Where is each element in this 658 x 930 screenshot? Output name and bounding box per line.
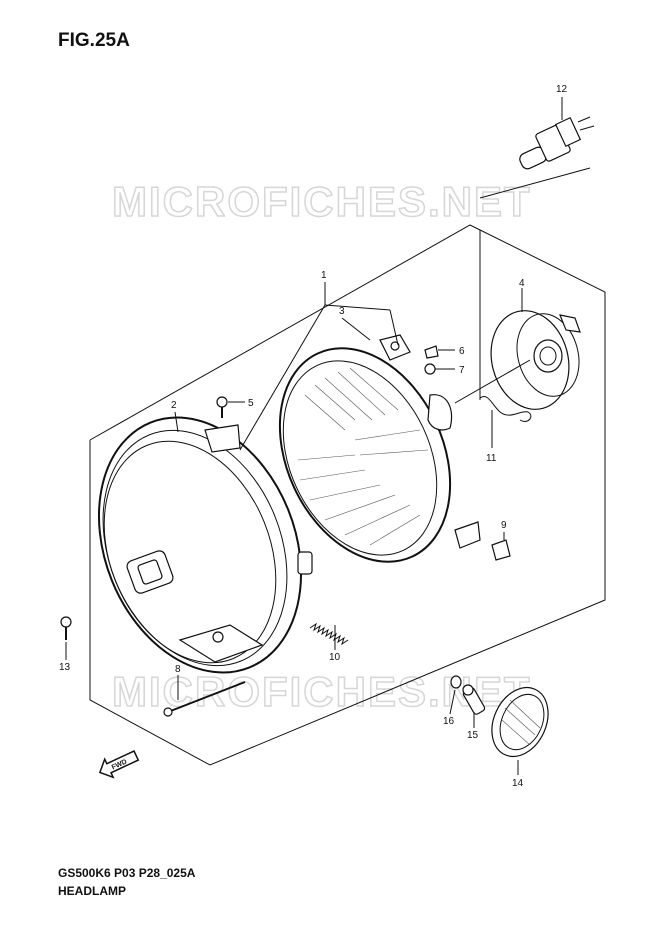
reflector [491, 686, 549, 758]
callout-3: 3 [339, 306, 345, 317]
callout-12: 12 [556, 84, 568, 95]
watermark-top: MICROFICHES.NET [112, 178, 532, 225]
callout-4: 4 [519, 278, 525, 289]
figure-title: FIG.25A [58, 30, 130, 51]
callout-6: 6 [459, 346, 465, 357]
leader-lines [65, 97, 563, 775]
callout-13: 13 [59, 662, 71, 673]
socket-cover [490, 310, 581, 410]
hardware [60, 345, 511, 717]
callout-7: 7 [459, 365, 465, 376]
spring-clip [479, 396, 532, 422]
callout-2: 2 [171, 400, 177, 411]
callout-14: 14 [512, 778, 524, 789]
callout-11: 11 [486, 453, 497, 464]
callout-1: 1 [321, 270, 327, 281]
callout-16: 16 [443, 716, 455, 727]
callout-5: 5 [248, 398, 254, 409]
callout-8: 8 [175, 664, 181, 675]
headlamp-bulb [519, 116, 595, 170]
section-name: HEADLAMP [58, 884, 126, 898]
assembly-outline [89, 167, 606, 766]
headlamp-rim [97, 416, 313, 674]
callout-9: 9 [501, 520, 507, 531]
callout-15: 15 [467, 730, 479, 741]
headlamp-lens-unit [278, 334, 481, 563]
forward-arrow-icon: FWD [98, 750, 140, 779]
callout-10: 10 [329, 652, 341, 663]
model-code: GS500K6 P03 P28_025A [58, 866, 196, 880]
